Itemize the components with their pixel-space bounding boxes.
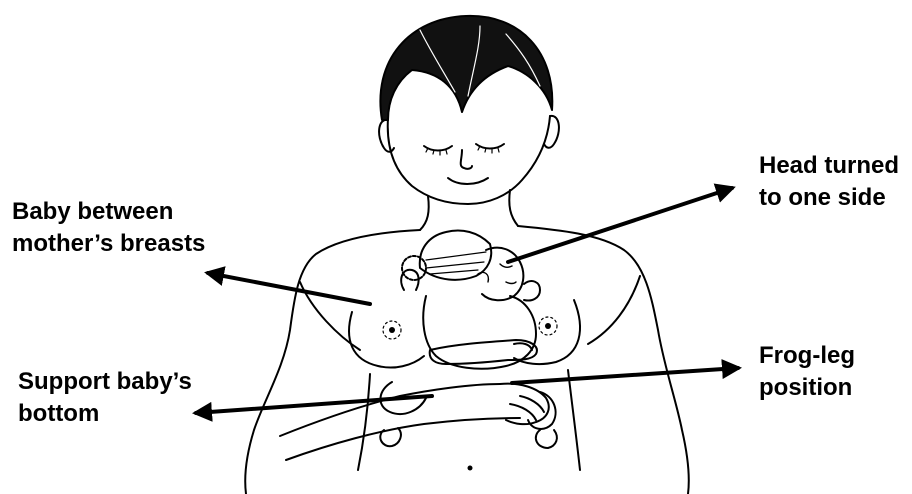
label-support-bottom: Support baby’s bottom bbox=[18, 366, 192, 430]
label-support-bottom-line-2: bottom bbox=[18, 398, 192, 430]
label-frog-leg-line-1: Frog-leg bbox=[759, 340, 855, 372]
label-baby-between-breasts-line-2: mother’s breasts bbox=[12, 228, 205, 260]
baby-figure bbox=[380, 231, 557, 449]
mother-torso bbox=[245, 230, 420, 494]
label-frog-leg-line-2: position bbox=[759, 372, 855, 404]
label-head-turned: Head turned to one side bbox=[759, 150, 899, 214]
label-head-turned-line-1: Head turned bbox=[759, 150, 899, 182]
arrow-support-bottom bbox=[196, 396, 432, 413]
arrow-frog-leg bbox=[512, 368, 738, 383]
label-baby-between-breasts-line-1: Baby between bbox=[12, 196, 205, 228]
arrow-baby-between-breasts bbox=[208, 273, 370, 304]
label-head-turned-line-2: to one side bbox=[759, 182, 899, 214]
label-frog-leg: Frog-leg position bbox=[759, 340, 855, 404]
annotation-arrows bbox=[196, 188, 738, 413]
label-support-bottom-line-1: Support baby’s bbox=[18, 366, 192, 398]
arrow-head-turned bbox=[508, 188, 732, 262]
mother-face bbox=[388, 116, 550, 204]
label-baby-between-breasts: Baby between mother’s breasts bbox=[12, 196, 205, 260]
mother-hair bbox=[380, 16, 552, 120]
